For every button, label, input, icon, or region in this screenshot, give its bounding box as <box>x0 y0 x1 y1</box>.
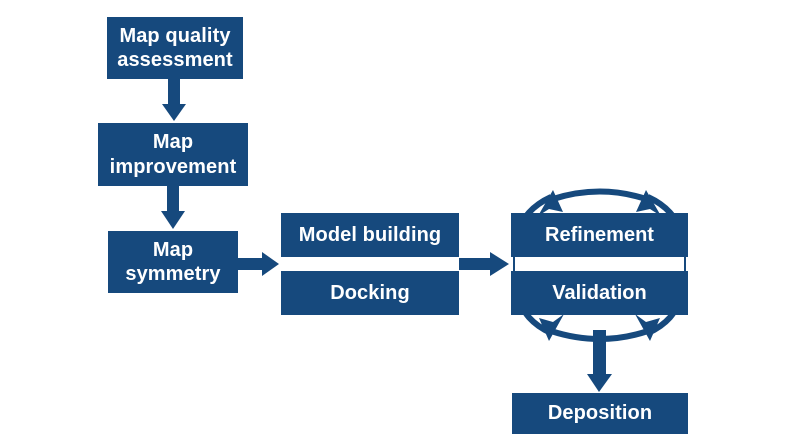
node-label: Validation <box>552 281 647 304</box>
node-docking[interactable]: Docking <box>281 271 459 315</box>
connector-quality-to-improvement <box>162 79 186 121</box>
cycle-block-gap <box>513 257 686 271</box>
node-map-improvement[interactable]: Map improvement <box>98 123 248 186</box>
connector-building-to-refinement <box>459 252 509 276</box>
node-deposition[interactable]: Deposition <box>512 393 688 434</box>
cycle-arrowhead-top-left <box>538 190 563 216</box>
node-label: Model building <box>298 223 442 246</box>
node-label: Map symmetry <box>125 238 221 285</box>
connector-symmetry-to-building <box>238 252 279 276</box>
node-label: Refinement <box>545 223 654 246</box>
cycle-arrowhead-bottom-right <box>635 314 660 341</box>
cycle-arc-top-span <box>552 188 647 202</box>
cycle-arrowhead-top-right <box>636 190 661 216</box>
node-label: Map quality assessment <box>117 24 233 71</box>
connector-improvement-to-symmetry <box>161 186 185 229</box>
node-label: Deposition <box>547 402 653 425</box>
node-validation[interactable]: Validation <box>511 271 688 315</box>
node-group-refinement-validation: Refinement Validation <box>511 213 688 315</box>
node-map-symmetry[interactable]: Map symmetry <box>108 231 238 293</box>
connector-cycle-to-deposition <box>587 330 612 392</box>
node-label: Map improvement <box>109 131 237 178</box>
node-map-quality-assessment[interactable]: Map quality assessment <box>107 17 243 79</box>
node-model-building[interactable]: Model building <box>281 213 459 257</box>
node-label: Docking <box>330 281 410 304</box>
cycle-arrowhead-bottom-left <box>539 314 564 341</box>
node-refinement[interactable]: Refinement <box>511 213 688 257</box>
